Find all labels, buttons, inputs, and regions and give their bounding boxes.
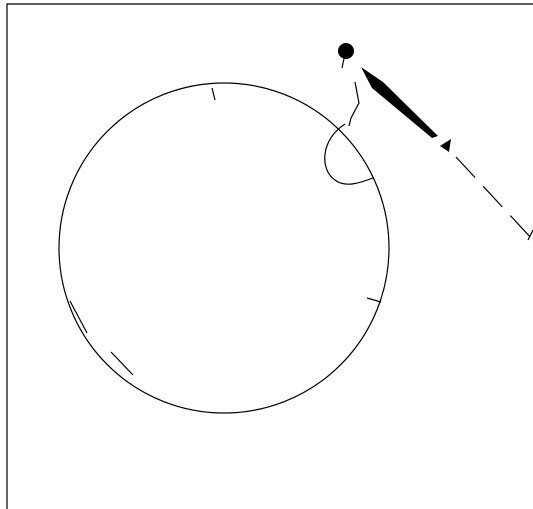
inner-curve bbox=[325, 124, 373, 184]
arrowhead-icon bbox=[440, 139, 451, 152]
dash-segment-1 bbox=[70, 301, 87, 333]
wavy-connector bbox=[349, 82, 359, 126]
large-circle bbox=[59, 83, 389, 413]
black-dot bbox=[338, 43, 354, 59]
black-wedge bbox=[361, 67, 438, 138]
dashed-ray bbox=[456, 157, 533, 240]
border-frame bbox=[7, 4, 533, 509]
tick-mark-right bbox=[367, 298, 381, 302]
tick-mark-top bbox=[212, 88, 215, 100]
